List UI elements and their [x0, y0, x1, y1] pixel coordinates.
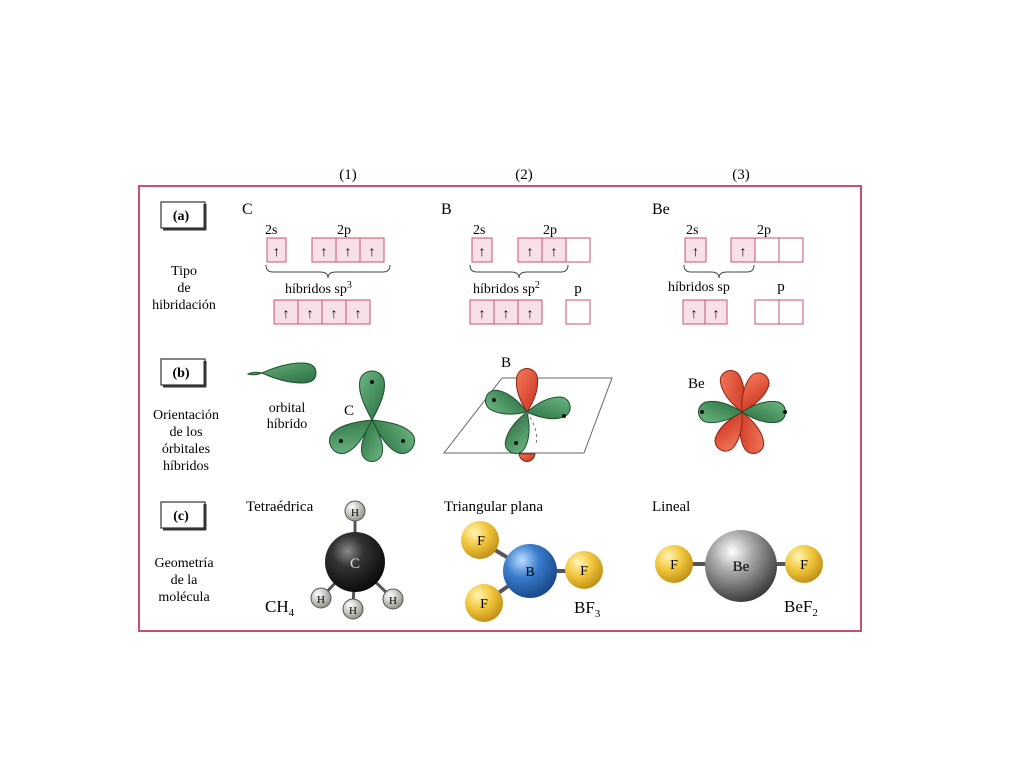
boron-p-label: p [574, 281, 582, 297]
row-a-label-line: Tipo [171, 264, 197, 279]
bef2-molecule: Lineal Be F F BeF2 [652, 499, 823, 619]
row-tag-a: (a) [160, 201, 207, 231]
bf3-formula: BF3 [574, 598, 601, 620]
carbon-2p-label: 2p [337, 223, 351, 238]
electron-arrow: ↑ [691, 307, 698, 322]
diagram-frame [138, 185, 862, 632]
electron-arrow: ↑ [479, 245, 486, 260]
boron-2s-label: 2s [473, 223, 485, 238]
ch4-h-atom: H [317, 594, 325, 606]
sp2-center-label: B [501, 355, 511, 371]
row-c-label-line: Geometría [154, 556, 214, 571]
ch4-center-atom: C [350, 556, 360, 572]
ch4-h-atom: H [349, 605, 357, 617]
orbital-caption-line: orbital [269, 401, 306, 416]
electron-arrow: ↑ [692, 245, 699, 260]
row-tag-b: (b) [160, 358, 207, 388]
bf3-geometry-label: Triangular plana [444, 499, 543, 515]
electron-arrow: ↑ [273, 245, 280, 260]
sp-center-label: Be [688, 376, 705, 392]
electron-arrow: ↑ [307, 307, 314, 322]
column-header-3: (3) [732, 167, 750, 183]
bf3-f-atom: F [480, 597, 488, 612]
bef2-center-atom: Be [733, 559, 750, 575]
carbon-symbol: C [242, 201, 253, 218]
beryllium-hybrid-label: híbridos sp [668, 280, 730, 295]
row-tag-b-text: (b) [172, 366, 189, 381]
carbon-configuration: C 2s 2p ↑ ↑ ↑ ↑ híbridos sp3 ↑ ↑ ↑ ↑ [242, 201, 391, 325]
single-hybrid-orbital: orbital híbrido [246, 362, 317, 432]
sp2-orbitals: B [442, 355, 613, 462]
boron-2p-label: 2p [543, 223, 557, 238]
electron-arrow: ↑ [321, 245, 328, 260]
hybrid-brace [265, 264, 391, 279]
row-tag-a-text: (a) [173, 209, 190, 224]
row-b-label-line: Orientación [153, 408, 219, 423]
row-a-label-line: de [177, 281, 190, 296]
ch4-h-atom: H [351, 507, 359, 519]
bf3-molecule: Triangular plana B F F F BF3 [444, 499, 603, 622]
electron-arrow: ↑ [740, 245, 747, 260]
bef2-formula: BeF2 [784, 597, 818, 619]
hybrid-brace [469, 264, 569, 279]
row-c-label-line: molécula [158, 590, 210, 605]
carbon-hybrid-label: híbridos sp3 [285, 280, 352, 297]
bf3-f-atom: F [580, 564, 588, 579]
row-label-c: Geometría de la molécula [154, 556, 214, 605]
electron-arrow: ↑ [503, 307, 510, 322]
row-c-label-line: de la [171, 573, 199, 588]
electron-arrow: ↑ [369, 245, 376, 260]
boron-hybrid-label: híbridos sp2 [473, 280, 540, 297]
row-a-label-line: hibridación [152, 298, 216, 313]
beryllium-p-label: p [777, 279, 785, 295]
row-b-label-line: órbitales [162, 442, 210, 457]
beryllium-2s-label: 2s [686, 223, 698, 238]
ch4-h-atom: H [389, 595, 397, 607]
beryllium-symbol: Be [652, 201, 670, 218]
bef2-f-atom: F [800, 558, 808, 573]
bef2-f-atom: F [670, 558, 678, 573]
electron-arrow: ↑ [527, 307, 534, 322]
hybrid-brace [683, 264, 755, 279]
electron-arrow: ↑ [713, 307, 720, 322]
beryllium-configuration: Be 2s 2p ↑ ↑ híbridos sp p ↑ ↑ [652, 201, 804, 325]
orbital-caption-line: híbrido [267, 417, 307, 432]
electron-arrow: ↑ [527, 245, 534, 260]
boron-configuration: B 2s 2p ↑ ↑ ↑ híbridos sp2 p ↑ ↑ ↑ [441, 201, 591, 325]
bef2-geometry-label: Lineal [652, 499, 690, 515]
column-header-2: (2) [515, 167, 533, 183]
boron-symbol: B [441, 201, 452, 218]
row-label-b: Orientación de los órbitales híbridos [153, 408, 219, 474]
bf3-f-atom: F [477, 534, 485, 549]
column-header-1: (1) [339, 167, 357, 183]
ch4-formula: CH4 [265, 597, 295, 619]
beryllium-2p-label: 2p [757, 223, 771, 238]
electron-arrow: ↑ [479, 307, 486, 322]
ch4-molecule: Tetraédrica C H H H H CH4 [246, 499, 404, 620]
row-b-label-line: híbridos [163, 459, 209, 474]
ch4-geometry-label: Tetraédrica [246, 499, 314, 515]
row-b-label-line: de los [169, 425, 202, 440]
electron-arrow: ↑ [345, 245, 352, 260]
electron-arrow: ↑ [331, 307, 338, 322]
row-label-a: Tipo de hibridación [152, 264, 216, 313]
electron-arrow: ↑ [283, 307, 290, 322]
row-tag-c-text: (c) [173, 509, 189, 524]
bf3-center-atom: B [525, 565, 534, 580]
sp-orbitals: Be [688, 369, 787, 455]
row-tag-c: (c) [160, 501, 207, 531]
sp3-center-label: C [344, 403, 354, 419]
electron-arrow: ↑ [355, 307, 362, 322]
carbon-2s-label: 2s [265, 223, 277, 238]
molecular-plane [442, 377, 613, 454]
sp3-orbitals: C [328, 370, 416, 462]
electron-arrow: ↑ [551, 245, 558, 260]
